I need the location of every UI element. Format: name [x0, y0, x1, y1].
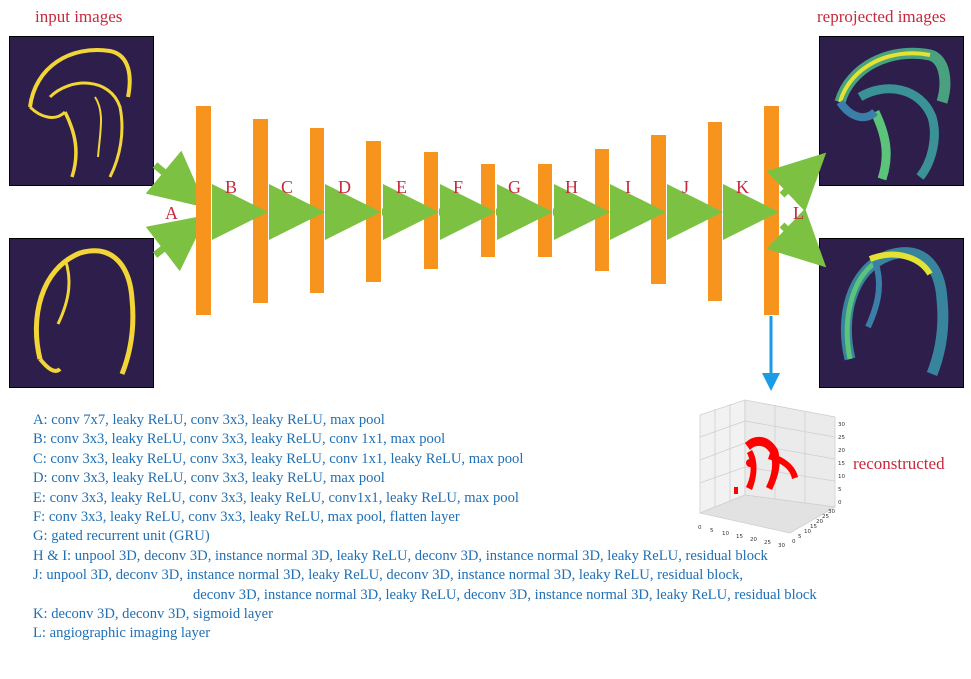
letter-h: H — [565, 177, 578, 197]
x-tick-25: 25 — [764, 540, 771, 546]
input-image-top — [9, 36, 154, 186]
z-tick-5: 5 — [838, 487, 842, 493]
letter-k: K — [736, 177, 749, 197]
layer-bar-8 — [595, 149, 609, 271]
legend-f: F: conv 3x3, leaky ReLU, conv 3x3, leaky… — [33, 509, 460, 526]
x-tick-0: 0 — [698, 525, 702, 531]
layer-bar-1 — [196, 106, 211, 315]
letter-b: B — [225, 177, 238, 197]
layer-legend: A: conv 7x7, leaky ReLU, conv 3x3, leaky… — [33, 411, 817, 644]
letter-j: J — [682, 177, 690, 197]
voxel-points — [734, 436, 798, 494]
input-arrow-bottom — [145, 214, 208, 272]
legend-j-continued: deconv 3D, instance normal 3D, leaky ReL… — [193, 586, 817, 603]
z-tick-15: 15 — [838, 461, 845, 467]
legend-e: E: conv 3x3, leaky ReLU, conv 3x3, leaky… — [33, 489, 519, 506]
legend-a: A: conv 7x7, leaky ReLU, conv 3x3, leaky… — [33, 412, 385, 428]
y-tick-10: 10 — [804, 529, 811, 535]
layer-bar-7 — [538, 164, 552, 257]
legend-d: D: conv 3x3, leaky ReLU, conv 3x3, leaky… — [33, 470, 385, 487]
legend-h-i: H & I: unpool 3D, deconv 3D, instance no… — [33, 547, 768, 564]
z-tick-20: 20 — [838, 448, 845, 454]
x-tick-5: 5 — [710, 528, 714, 534]
letter-f: F — [453, 177, 464, 197]
y-tick-30: 30 — [828, 509, 835, 515]
layer-bar-9 — [651, 135, 666, 284]
layer-bar-10 — [708, 122, 722, 301]
letter-l: L — [793, 203, 804, 223]
legend-l: L: angiographic imaging layer — [33, 625, 211, 642]
input-arrow-top — [145, 150, 207, 208]
output-arrow-bottom — [766, 208, 827, 268]
legend-j: J: unpool 3D, deconv 3D, instance normal… — [33, 567, 744, 584]
y-tick-5: 5 — [798, 534, 802, 540]
layer-bar-6 — [481, 164, 495, 257]
letter-g: G — [508, 177, 521, 197]
layer-bar-5 — [424, 152, 438, 269]
z-tick-0: 0 — [838, 500, 842, 506]
voxel-plot: 30 25 20 15 10 5 0 0 5 10 15 20 25 30 0 … — [698, 399, 845, 549]
y-tick-20: 20 — [816, 519, 823, 525]
layer-bar-2 — [253, 119, 268, 303]
x-tick-30: 30 — [778, 543, 785, 549]
layer-bar-3 — [310, 128, 324, 293]
letter-a: A — [165, 203, 178, 223]
x-tick-15: 15 — [736, 534, 743, 540]
letter-i: I — [625, 177, 631, 197]
input-image-bottom — [9, 238, 154, 388]
legend-b: B: conv 3x3, leaky ReLU, conv 3x3, leaky… — [33, 431, 446, 448]
input-images-title: input images — [35, 7, 123, 26]
legend-c: C: conv 3x3, leaky ReLU, conv 3x3, leaky… — [33, 450, 524, 467]
z-tick-10: 10 — [838, 474, 845, 480]
y-tick-25: 25 — [822, 514, 829, 520]
letter-c: C — [281, 177, 294, 197]
legend-k: K: deconv 3D, deconv 3D, sigmoid layer — [33, 606, 273, 623]
reprojected-image-top — [819, 36, 964, 186]
y-tick-0: 0 — [792, 539, 796, 545]
layer-bar-11 — [764, 106, 779, 315]
x-tick-10: 10 — [722, 531, 729, 537]
reprojected-image-bottom — [819, 238, 964, 388]
x-tick-20: 20 — [750, 537, 757, 543]
reprojected-images-title: reprojected images — [817, 7, 946, 26]
y-tick-15: 15 — [810, 524, 817, 530]
reconstructed-label: reconstructed — [853, 454, 945, 473]
letter-d: D — [338, 177, 351, 197]
legend-g: G: gated recurrent unit (GRU) — [33, 528, 210, 545]
layer-bar-4 — [366, 141, 381, 282]
z-tick-25: 25 — [838, 435, 845, 441]
z-tick-30: 30 — [838, 422, 845, 428]
output-arrow-top — [766, 152, 827, 212]
letter-e: E — [396, 177, 407, 197]
